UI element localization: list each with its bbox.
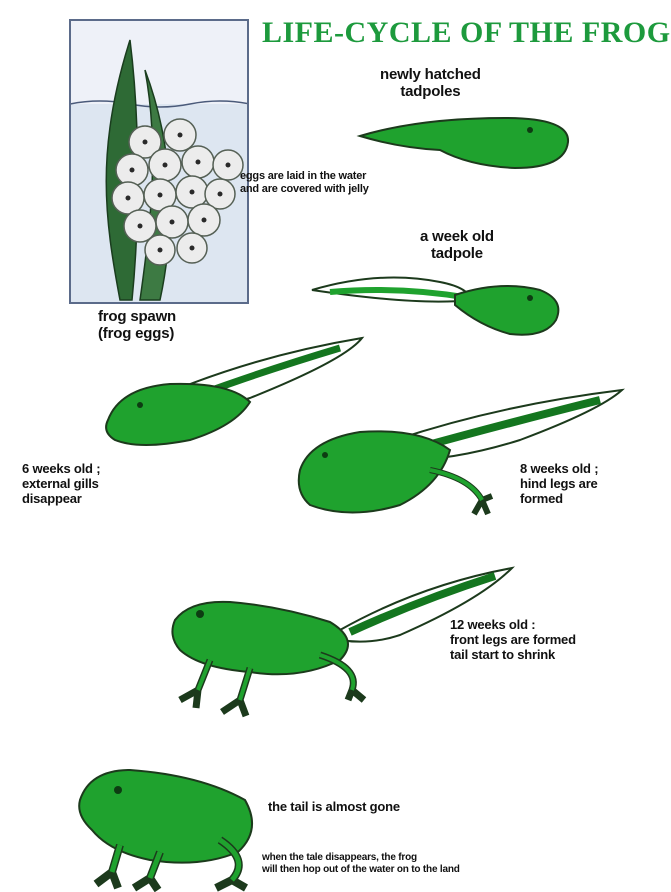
eggs-note-label: eggs are laid in the water and are cover… <box>240 170 369 195</box>
adult-frog-icon <box>79 770 252 890</box>
tail-gone-label: the tail is almost gone <box>268 800 400 815</box>
eight-weeks-label: 8 weeks old ; hind legs are formed <box>520 462 598 507</box>
week-old-label: a week old tadpole <box>420 228 494 263</box>
diagram-title: LIFE-CYCLE OF THE FROG <box>262 16 671 50</box>
frog-note-label: when the tale disappears, the frog will … <box>262 852 460 875</box>
frog-spawn-label: frog spawn (frog eggs) <box>98 308 176 343</box>
twelve-weeks-label: 12 weeks old : front legs are formed tai… <box>450 618 576 663</box>
six-weeks-label: 6 weeks old ; external gills disappear <box>22 462 100 507</box>
six-week-tadpole-icon <box>106 338 362 445</box>
week-old-tadpole-icon <box>312 278 558 335</box>
newly-hatched-label: newly hatched tadpoles <box>380 66 481 101</box>
frog-spawn-icon <box>70 20 250 303</box>
newly-hatched-tadpole-icon <box>360 118 568 168</box>
